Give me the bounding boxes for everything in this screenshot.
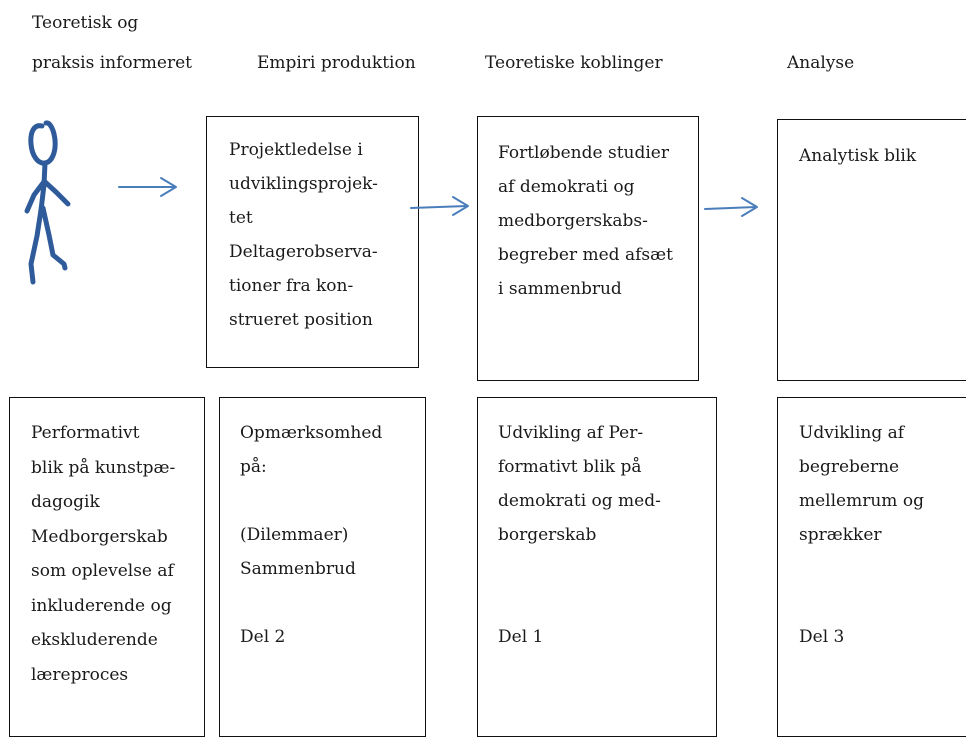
stick-figure-icon xyxy=(24,120,71,285)
header-theory-line2: praksis informeret xyxy=(32,53,192,73)
box-links-bottom-text: Udvikling af Per- formativt blik på demo… xyxy=(498,423,661,647)
arrow-right-icon xyxy=(118,177,177,197)
box-theory-bottom-text: Performativt blik på kunstpæ- dagogik Me… xyxy=(31,423,176,685)
header-analysis: Analyse xyxy=(787,53,855,73)
box-theory-top: Fortløbende studier af demokrati og medb… xyxy=(477,116,699,381)
arrow-right-icon-2 xyxy=(410,196,469,216)
box-analysis-bottom: Udvikling af begreberne mellemrum og spr… xyxy=(777,397,966,737)
header-theoretical-links: Teoretiske koblinger xyxy=(485,53,663,73)
box-analysis-bottom-text: Udvikling af begreberne mellemrum og spr… xyxy=(799,423,924,647)
box-analysis-top: Analytisk blik xyxy=(777,119,966,381)
box-theory-top-text: Fortløbende studier af demokrati og medb… xyxy=(498,143,673,299)
box-theory-bottom: Performativt blik på kunstpæ- dagogik Me… xyxy=(9,397,205,737)
arrow-right-icon-3 xyxy=(704,197,758,217)
header-empirical-production: Empiri produktion xyxy=(257,53,416,73)
box-empirical-top-text: Projektledelse i udviklingsprojek- tet D… xyxy=(229,140,378,330)
box-empirical-top: Projektledelse i udviklingsprojek- tet D… xyxy=(206,116,419,368)
header-theory-line1: Teoretisk og xyxy=(32,13,139,33)
box-empirical-bottom: Opmærksomhed på: (Dilemmaer) Sammenbrud … xyxy=(219,397,426,737)
box-empirical-bottom-text: Opmærksomhed på: (Dilemmaer) Sammenbrud … xyxy=(240,423,383,647)
box-links-bottom: Udvikling af Per- formativt blik på demo… xyxy=(477,397,717,737)
box-analysis-top-text: Analytisk blik xyxy=(799,146,917,166)
